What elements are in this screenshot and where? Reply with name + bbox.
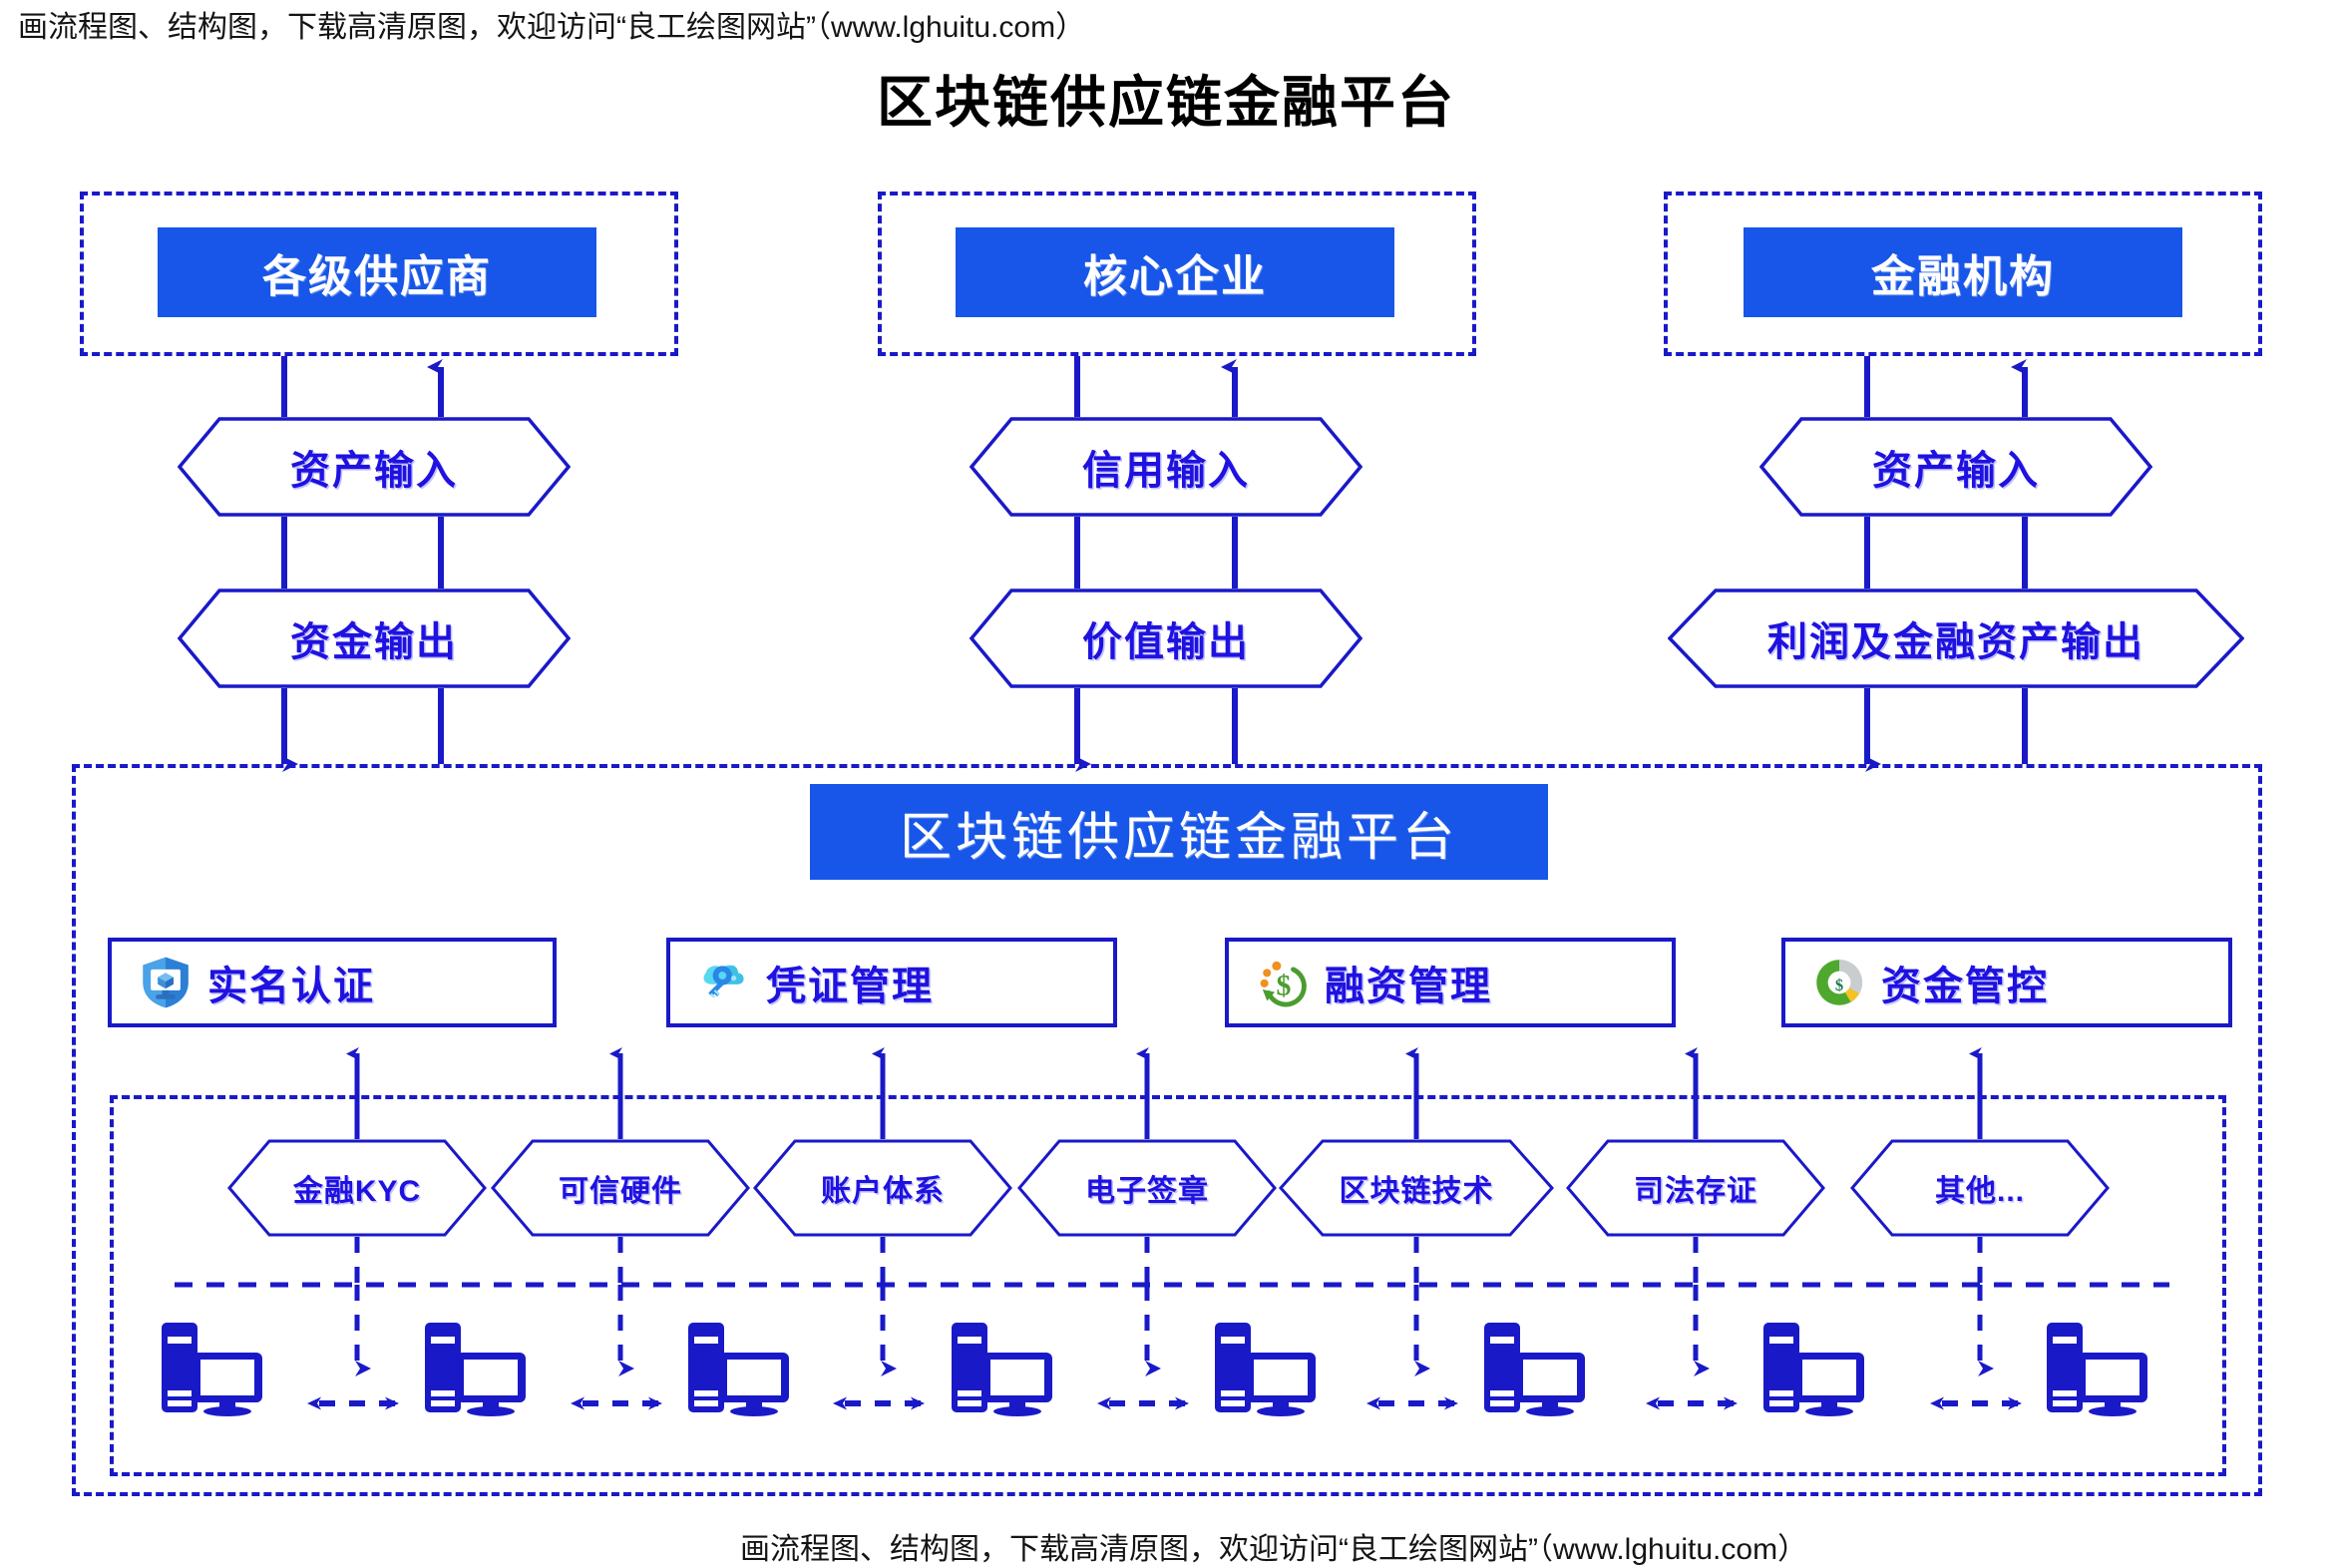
flow-hex-finance-output[interactable]: 利润及金融资产输出 — [1668, 588, 2244, 688]
tech-label: 可信硬件 — [559, 1175, 682, 1208]
flow-hex-finance-input[interactable]: 资产输入 — [1759, 417, 2152, 517]
tech-label: 其他... — [1934, 1175, 2025, 1208]
svg-text:$: $ — [1835, 976, 1843, 994]
flow-label: 资产输入 — [1872, 449, 2040, 493]
actor-label-core-enterprise: 核心企业 — [1083, 252, 1267, 301]
dollar-recycle-icon: $ — [1255, 955, 1311, 1010]
node-computer-1[interactable] — [160, 1321, 267, 1416]
node-computer-3[interactable] — [686, 1321, 794, 1416]
flow-hex-core-input[interactable]: 信用输入 — [970, 417, 1362, 517]
hexagon-shape — [1850, 1139, 2110, 1237]
platform-title-chip[interactable]: 区块链供应链金融平台 — [810, 784, 1548, 880]
tech-hex-account-system[interactable]: 账户体系 — [753, 1139, 1012, 1237]
watermark-bottom: 画流程图、结构图，下载高清原图，欢迎访问“良工绘图网站”（www.lghuitu… — [740, 1524, 1807, 1568]
flow-label: 资金输出 — [290, 620, 458, 664]
feature-label: 实名认证 — [207, 965, 375, 1008]
watermark-bottom-text: 画流程图、结构图，下载高清原图，欢迎访问“良工绘图网站”（www.lghuitu… — [740, 1533, 1808, 1566]
shield-monitor-icon — [138, 955, 194, 1010]
feature-box-fund-control[interactable]: $ 资金管控 — [1781, 938, 2232, 1027]
flow-label: 资产输入 — [290, 449, 458, 493]
tech-node-container — [110, 1095, 2226, 1476]
tech-label: 司法存证 — [1634, 1175, 1757, 1208]
hexagon-shape — [1566, 1139, 1825, 1237]
feature-label: 融资管理 — [1325, 965, 1492, 1008]
hexagon-shape — [753, 1139, 1012, 1237]
donut-dollar-icon: $ — [1811, 955, 1867, 1010]
feature-label: 资金管控 — [1881, 965, 2049, 1008]
watermark-top-text: 画流程图、结构图，下载高清原图，欢迎访问“良工绘图网站”（www.lghuitu… — [18, 11, 1086, 44]
flow-label: 利润及金融资产输出 — [1767, 620, 2144, 664]
tech-hex-e-signature[interactable]: 电子签章 — [1017, 1139, 1277, 1237]
tech-label: 账户体系 — [821, 1175, 945, 1208]
hexagon-shape — [1759, 417, 2152, 517]
node-computer-5[interactable] — [1213, 1321, 1321, 1416]
group-box-financial-institution — [1664, 192, 2262, 356]
platform-container — [72, 764, 2262, 1496]
watermark-top: 画流程图、结构图，下载高清原图，欢迎访问“良工绘图网站”（www.lghuitu… — [18, 2, 1085, 46]
actor-label-supplier: 各级供应商 — [262, 252, 492, 301]
feature-box-credential-management[interactable]: 凭证管理 — [666, 938, 1117, 1027]
flow-label: 价值输出 — [1082, 620, 1250, 664]
node-computer-4[interactable] — [950, 1321, 1057, 1416]
flow-hex-core-output[interactable]: 价值输出 — [970, 588, 1362, 688]
tech-label: 金融KYC — [292, 1175, 422, 1208]
hexagon-shape — [491, 1139, 750, 1237]
actor-chip-financial-institution[interactable]: 金融机构 — [1744, 227, 2182, 317]
cloud-key-icon — [696, 955, 752, 1010]
hexagon-shape — [1668, 588, 2244, 688]
hexagon-shape — [970, 417, 1362, 517]
flow-hex-supplier-output[interactable]: 资金输出 — [178, 588, 571, 688]
hexagon-shape — [178, 588, 571, 688]
tech-hex-kyc[interactable]: 金融KYC — [227, 1139, 487, 1237]
tech-hex-trusted-hardware[interactable]: 可信硬件 — [491, 1139, 750, 1237]
flow-hex-supplier-input[interactable]: 资产输入 — [178, 417, 571, 517]
node-computer-2[interactable] — [423, 1321, 531, 1416]
flow-label: 信用输入 — [1082, 449, 1250, 493]
node-computer-8[interactable] — [2045, 1321, 2152, 1416]
actor-chip-supplier[interactable]: 各级供应商 — [158, 227, 596, 317]
feature-box-realname-auth[interactable]: 实名认证 — [108, 938, 557, 1027]
group-box-core-enterprise — [878, 192, 1476, 356]
hexagon-shape — [970, 588, 1362, 688]
actor-label-financial-institution: 金融机构 — [1871, 252, 2055, 301]
page-title: 区块链供应链金融平台 — [877, 71, 1455, 134]
feature-label: 凭证管理 — [766, 965, 934, 1008]
node-computer-6[interactable] — [1482, 1321, 1590, 1416]
tech-hex-others[interactable]: 其他... — [1850, 1139, 2110, 1237]
tech-hex-blockchain-tech[interactable]: 区块链技术 — [1279, 1139, 1554, 1237]
group-box-supplier — [80, 192, 678, 356]
hexagon-shape — [227, 1139, 487, 1237]
hexagon-shape — [1279, 1139, 1554, 1237]
actor-chip-core-enterprise[interactable]: 核心企业 — [956, 227, 1394, 317]
tech-label: 电子签章 — [1085, 1175, 1209, 1208]
hexagon-shape — [1017, 1139, 1277, 1237]
platform-title-label: 区块链供应链金融平台 — [899, 808, 1458, 867]
feature-box-financing-management[interactable]: $ 融资管理 — [1225, 938, 1676, 1027]
hexagon-shape — [178, 417, 571, 517]
svg-text:$: $ — [1276, 969, 1291, 1001]
tech-label: 区块链技术 — [1339, 1175, 1494, 1208]
node-computer-7[interactable] — [1761, 1321, 1869, 1416]
tech-hex-judicial-deposit[interactable]: 司法存证 — [1566, 1139, 1825, 1237]
